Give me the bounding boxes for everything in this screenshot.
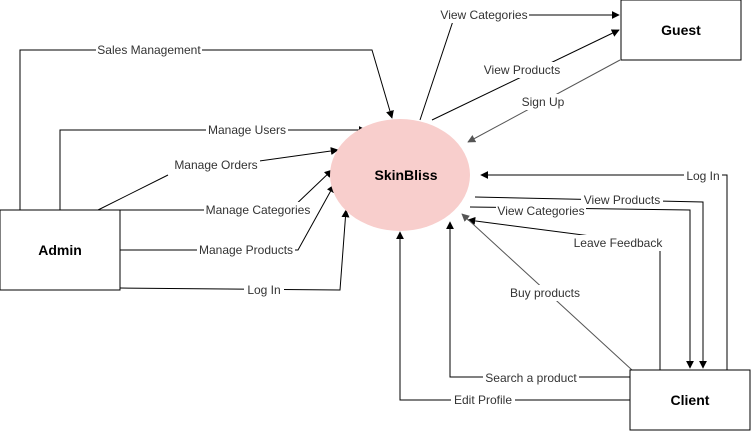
- system-label: SkinBliss: [374, 167, 437, 183]
- label-manage-categories: Manage Categories: [206, 203, 311, 217]
- label-buy-products: Buy products: [510, 286, 580, 300]
- label-guest-view-categories: View Categories: [440, 8, 527, 22]
- edge-manage-orders: [97, 150, 338, 211]
- edge-labels: Sales Management Manage Users Manage Ord…: [96, 7, 722, 408]
- label-client-view-products: View Products: [584, 193, 660, 207]
- system-ellipse: [330, 119, 470, 231]
- label-edit-profile: Edit Profile: [454, 393, 512, 407]
- edge-admin-log-in: [119, 209, 350, 291]
- actor-admin[interactable]: Admin: [0, 209, 121, 291]
- actor-guest[interactable]: Guest: [620, 0, 742, 61]
- edge-edit-profile: [396, 231, 630, 401]
- edge-manage-products: [120, 184, 335, 251]
- admin-box: [0, 209, 121, 291]
- system-node[interactable]: SkinBliss: [330, 119, 470, 231]
- client-box: [629, 369, 751, 431]
- admin-label: Admin: [38, 242, 82, 258]
- label-sales-management: Sales Management: [97, 43, 201, 57]
- label-manage-products: Manage Products: [199, 243, 293, 257]
- client-label: Client: [671, 392, 710, 408]
- label-leave-feedback: Leave Feedback: [574, 236, 664, 250]
- guest-box: [620, 0, 742, 61]
- label-manage-users: Manage Users: [208, 123, 286, 137]
- label-guest-sign-up: Sign Up: [522, 95, 565, 109]
- label-manage-orders: Manage Orders: [174, 158, 257, 172]
- edge-client-view-products: [474, 196, 707, 369]
- label-guest-view-products: View Products: [484, 63, 560, 77]
- label-search-product: Search a product: [485, 371, 577, 385]
- label-admin-log-in: Log In: [247, 283, 280, 297]
- label-client-view-categories: View Categories: [497, 204, 584, 218]
- edge-client-log-in: [480, 171, 728, 370]
- label-client-log-in: Log In: [686, 169, 719, 183]
- guest-label: Guest: [661, 22, 701, 38]
- actor-client[interactable]: Client: [629, 369, 751, 431]
